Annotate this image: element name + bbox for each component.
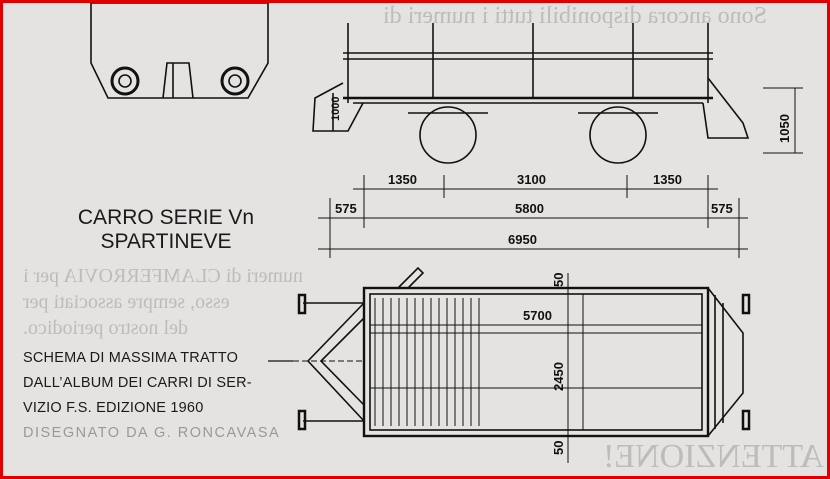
caption-line: SCHEMA DI MASSIMA TRATTO — [23, 350, 239, 366]
caption-line: DALL’ALBUM DEI CARRI DI SER- — [23, 375, 252, 391]
dimension-lines — [318, 175, 748, 258]
dim-overhang-left: 1350 — [388, 172, 417, 187]
dim-buffer-left: 575 — [335, 201, 357, 216]
dim-plan-margin-top: 50 — [551, 273, 566, 287]
caption-line: VIZIO F.S. EDIZIONE 1960 — [23, 400, 204, 416]
drawing-title: CARRO SERIE Vn — [77, 206, 255, 229]
drawing-subtitle: SPARTINEVE — [100, 230, 232, 253]
credit-line: DISEGNATO DA G. RONCAVASA — [23, 425, 281, 441]
dim-overhang-right: 1350 — [653, 172, 682, 187]
dim-wheelbase: 3100 — [517, 172, 546, 187]
side-elevation — [312, 23, 803, 164]
plan-view — [293, 266, 751, 463]
end-elevation — [90, 3, 269, 99]
technical-drawing: 1050 1000 1350 3100 1350 575 5800 575 69… — [90, 3, 803, 463]
dim-plan-width: 2450 — [551, 362, 566, 391]
dim-frame-length: 5800 — [515, 201, 544, 216]
dim-total-length: 6950 — [508, 232, 537, 247]
dim-height-total: 1050 — [777, 114, 792, 143]
dim-plan-inner-length: 5700 — [523, 308, 552, 323]
dim-buffer-right: 575 — [711, 201, 733, 216]
dim-height-inner: 1000 — [330, 97, 342, 121]
dim-plan-margin-bottom: 50 — [551, 441, 566, 455]
wheel-left — [419, 106, 477, 164]
wheel-right — [589, 106, 647, 164]
